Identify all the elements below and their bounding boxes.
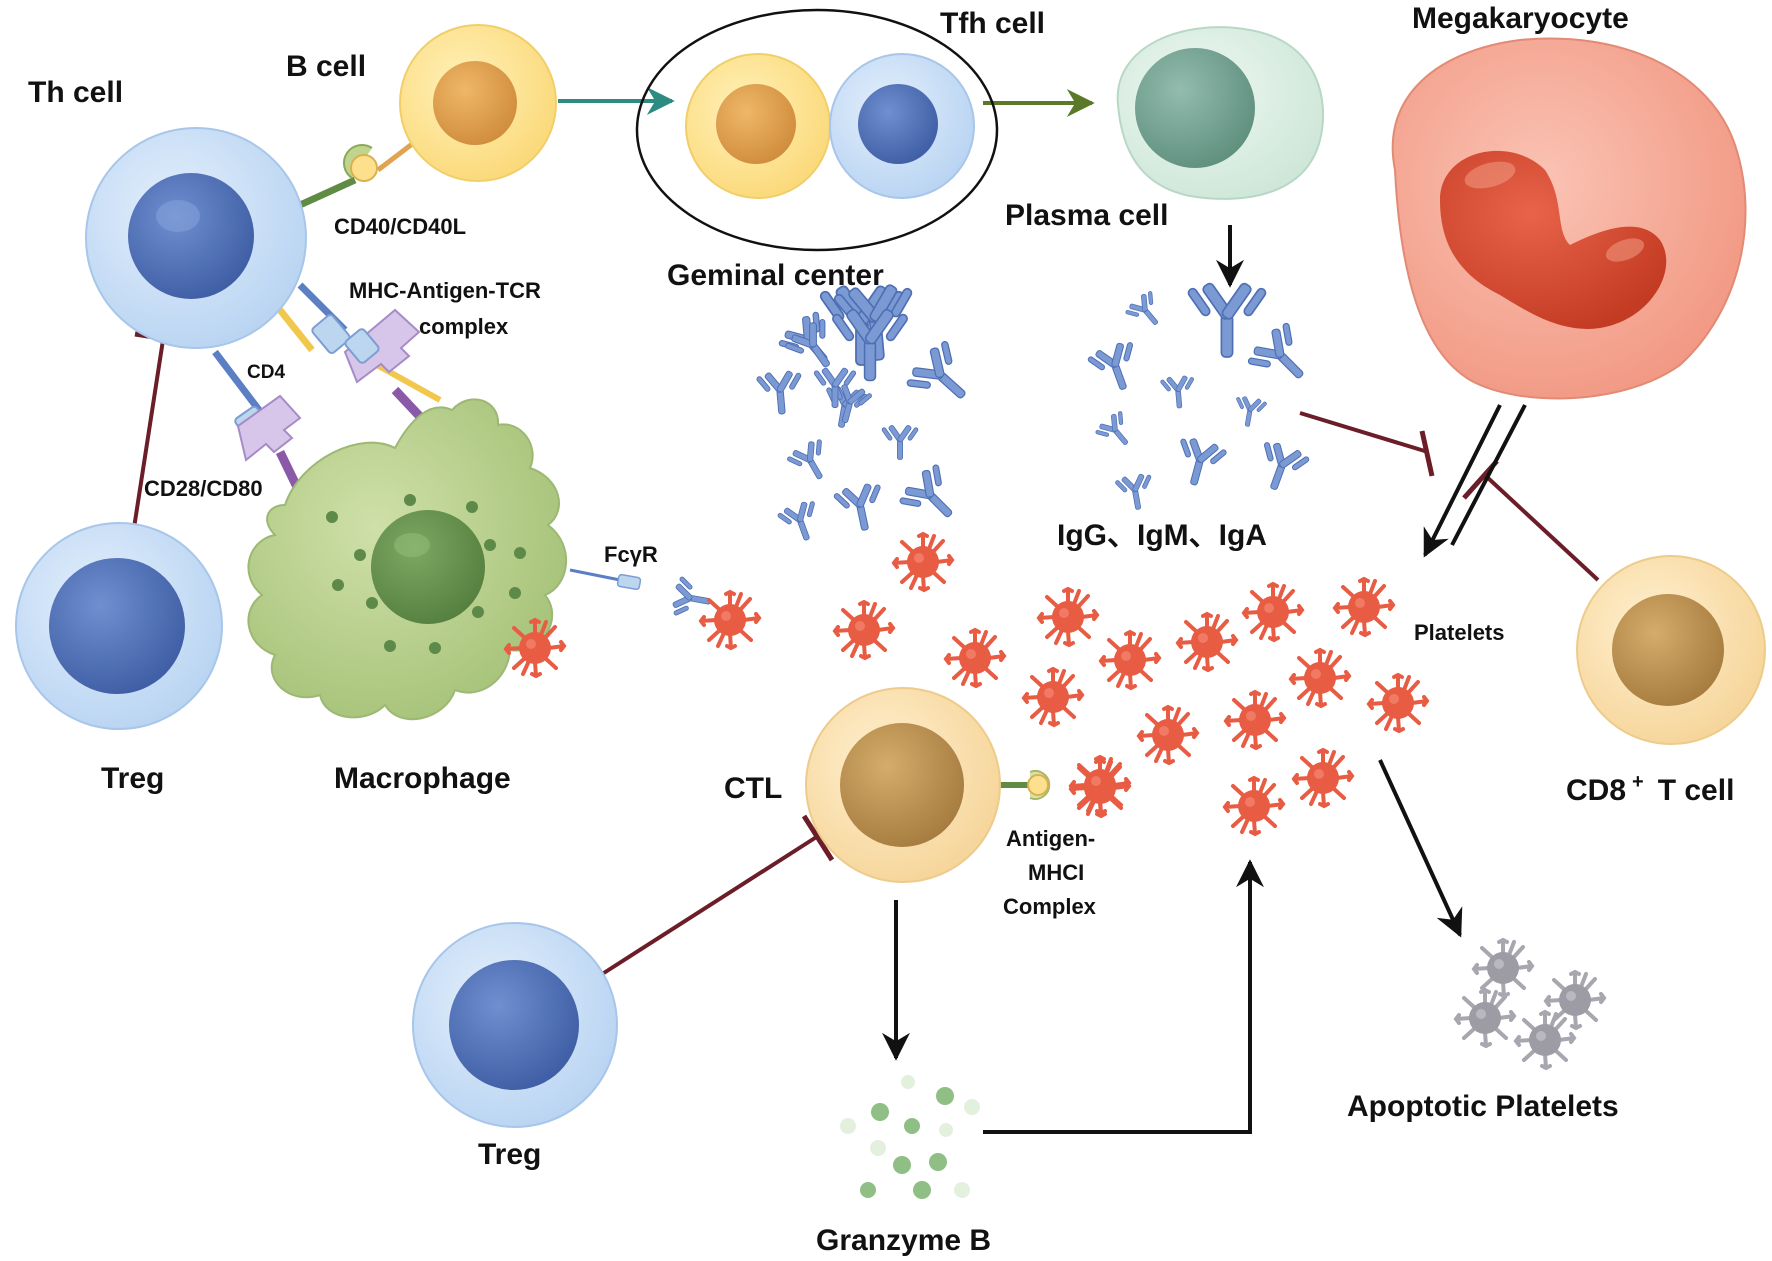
granzyme-granule-icon	[870, 1140, 886, 1156]
label-cd8-t-cell: CD8+T cell	[1566, 771, 1734, 807]
treg-cell-bottom	[412, 922, 618, 1128]
arrow-icon	[1423, 404, 1502, 558]
label-antigen-mhci-line3: Complex	[1003, 894, 1097, 919]
antibody-icon	[1242, 317, 1323, 398]
label-apoptotic-platelets: Apoptotic Platelets	[1347, 1090, 1619, 1123]
antibody-icon	[1169, 433, 1230, 492]
platelet-icon	[1069, 755, 1131, 815]
granzyme-granule-icon	[929, 1153, 947, 1171]
granzyme-granule-icon	[913, 1181, 931, 1199]
label-mhc-tcr-line1: MHC-Antigen-TCR	[349, 278, 541, 303]
inhibition-bar-icon	[594, 834, 820, 980]
inhibition-bar-icon	[132, 339, 165, 529]
granzyme-granule-icon	[936, 1087, 954, 1105]
label-treg-left: Treg	[101, 762, 164, 795]
germinal-center	[635, 8, 999, 252]
arrow-icon	[983, 859, 1264, 1134]
platelet-icon	[1099, 630, 1161, 690]
label-megakaryocyte: Megakaryocyte	[1412, 2, 1629, 35]
plasma-cell	[1116, 26, 1325, 200]
platelet-icon	[1224, 690, 1286, 750]
granzyme-granules	[840, 1075, 980, 1199]
antibody-icon	[894, 459, 970, 535]
antibody-cluster	[755, 280, 1323, 548]
platelet-icon	[1289, 648, 1351, 708]
platelet-icon	[1022, 667, 1084, 727]
apoptotic-platelet-icon	[1514, 1010, 1576, 1070]
apoptotic-platelet-icon	[1454, 988, 1516, 1048]
label-plasma-cell: Plasma cell	[1005, 199, 1168, 232]
apoptotic-platelet-cluster	[1454, 938, 1606, 1070]
platelet-icon	[833, 600, 895, 660]
arrow-icon	[1378, 759, 1463, 938]
antibody-icon	[783, 435, 839, 489]
labels: Th cell B cell Tfh cell Megakaryocyte CD…	[28, 2, 1734, 1257]
platelet-icon	[892, 532, 954, 592]
label-cd4: CD4	[247, 362, 285, 383]
antibody-icon	[1113, 471, 1158, 513]
platelet-icon	[504, 618, 566, 678]
label-treg-bottom: Treg	[478, 1138, 541, 1171]
label-mhc-tcr-line2: complex	[419, 314, 509, 339]
antibody-icon	[1186, 281, 1268, 358]
th-cell	[85, 127, 444, 520]
platelet-icon	[1137, 705, 1199, 765]
antibody-icon	[880, 424, 920, 460]
label-cd40-cd40l: CD40/CD40L	[334, 214, 466, 239]
antibody-icon	[1231, 394, 1269, 430]
platelet-icon	[1176, 612, 1238, 672]
antibody-icon	[1084, 337, 1148, 398]
macrophage	[247, 398, 715, 721]
label-immunoglobulins: IgG、IgM、IgA	[1057, 519, 1267, 552]
ctl-cell	[805, 687, 1051, 883]
granzyme-granule-icon	[964, 1099, 980, 1115]
antibody-icon	[755, 368, 806, 417]
platelet-icon	[699, 590, 761, 650]
antibody-icon	[1249, 437, 1313, 498]
granzyme-granule-icon	[904, 1118, 920, 1134]
label-macrophage: Macrophage	[334, 762, 511, 795]
label-cd28-cd80: CD28/CD80	[144, 476, 263, 501]
label-th-cell: Th cell	[28, 76, 123, 109]
platelet-icon	[1223, 776, 1285, 836]
antibody-icon	[831, 479, 890, 536]
granzyme-granule-icon	[871, 1103, 889, 1121]
label-b-cell: B cell	[286, 50, 366, 83]
cd8-t-cell	[1576, 555, 1766, 745]
antibody-icon	[1122, 287, 1171, 336]
platelet-icon	[1333, 577, 1395, 637]
granzyme-granule-icon	[893, 1156, 911, 1174]
label-platelets: Platelets	[1414, 620, 1505, 645]
inhibition-bar-icon	[1299, 411, 1429, 454]
platelet-icon	[1292, 748, 1354, 808]
granzyme-granule-icon	[860, 1182, 876, 1198]
label-granzyme-b: Granzyme B	[816, 1224, 991, 1257]
label-ctl: CTL	[724, 772, 782, 805]
b-cell	[399, 24, 557, 182]
platelet-icon	[1242, 582, 1304, 642]
label-antigen-mhci-line2: MHCI	[1028, 860, 1084, 885]
platelet-icon	[944, 628, 1006, 688]
granzyme-granule-icon	[939, 1123, 953, 1137]
inhibition-bar-icon	[1486, 476, 1600, 582]
platelet-icon	[1037, 587, 1099, 647]
megakaryocyte	[1391, 37, 1747, 400]
label-antigen-mhci-line1: Antigen-	[1006, 826, 1095, 851]
treg-cell-left	[15, 522, 223, 730]
antibody-icon	[1159, 374, 1198, 410]
antibody-icon	[775, 497, 827, 548]
apoptotic-platelet-icon	[1472, 938, 1534, 998]
label-fcgr: FcγR	[604, 542, 658, 567]
label-tfh-cell: Tfh cell	[940, 7, 1045, 40]
antibody-icon	[900, 335, 985, 420]
granzyme-granule-icon	[954, 1182, 970, 1198]
platelet-icon	[1367, 673, 1429, 733]
granzyme-granule-icon	[901, 1075, 915, 1089]
antibody-icon	[1092, 407, 1141, 456]
granzyme-granule-icon	[840, 1118, 856, 1134]
label-germinal-center: Geminal center	[667, 259, 884, 292]
